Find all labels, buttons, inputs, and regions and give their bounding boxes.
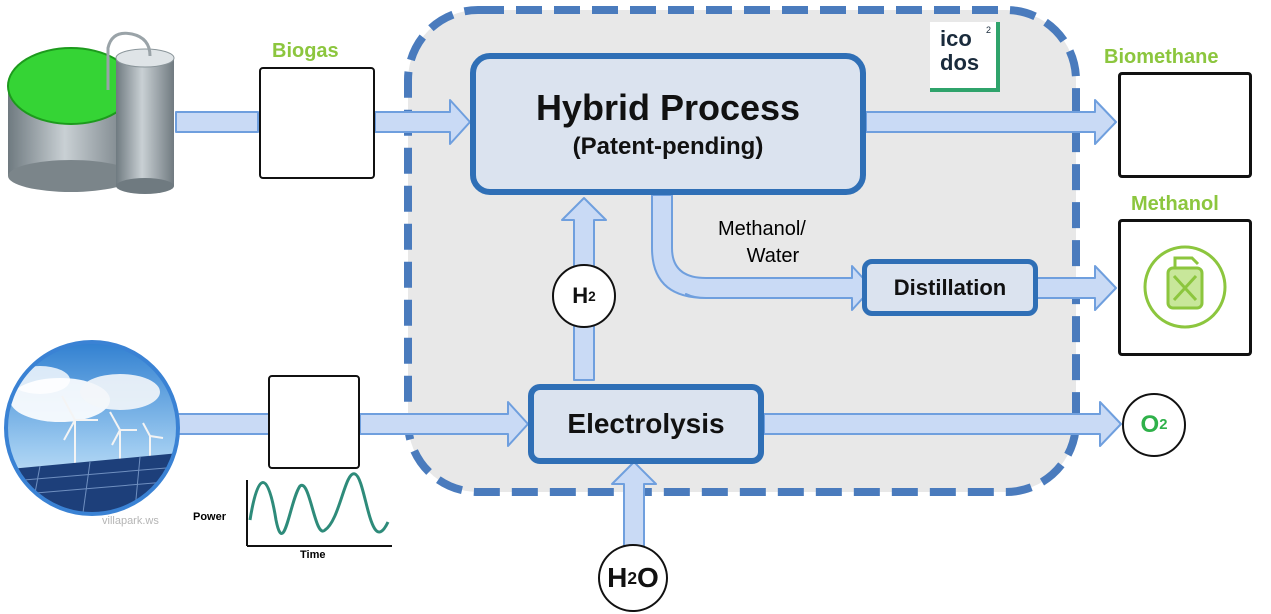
power-icon-frame	[268, 375, 360, 469]
arrow-biogas-to-hybrid	[374, 99, 471, 145]
logo-line1: ico	[940, 26, 972, 51]
hybrid-process-title: Hybrid Process	[535, 87, 801, 128]
logo-line2: dos	[940, 50, 980, 75]
power-time-chart	[246, 472, 392, 547]
fuel-canister-icon	[1143, 245, 1227, 329]
biomethane-ch4: CH4	[1152, 110, 1195, 141]
arrow-distillation-to-methanol	[1036, 265, 1117, 311]
arrow-renewables-to-power	[175, 413, 271, 435]
biomethane-icon-frame	[1118, 72, 1252, 178]
power-axis-label: Power	[193, 511, 227, 523]
methanol-icon-frame	[1118, 219, 1252, 356]
biomethane-label: Biomethane	[1104, 46, 1219, 68]
electrolysis-label: Electrolysis	[567, 408, 725, 439]
power-curve	[248, 472, 390, 535]
arrow-tank-to-biogas	[175, 111, 259, 133]
logo-superscript: 2	[986, 25, 992, 35]
arrow-water-up	[611, 461, 657, 549]
watermark: villapark.ws	[102, 515, 159, 527]
icodos-logo: ico dos 2	[930, 22, 1000, 92]
electrolysis-box: Electrolysis	[528, 384, 764, 464]
biogas-icon-frame	[259, 67, 375, 179]
co2-label: CO2	[320, 136, 350, 157]
methanol-water-label: Methanol/ Water	[718, 218, 806, 267]
time-axis-label: Time	[300, 549, 326, 561]
distillation-box: Distillation	[862, 259, 1038, 316]
arrow-electrolysis-to-o2	[763, 401, 1122, 447]
biogas-digester-illustration	[7, 31, 175, 194]
arrow-power-to-electrolysis	[359, 401, 529, 447]
ch4-label: CH4	[274, 90, 303, 111]
hybrid-process-subtitle: (Patent-pending)	[572, 133, 764, 160]
arrow-hybrid-to-distillation	[651, 194, 873, 311]
renewables-photo	[4, 340, 180, 516]
methanol-label: Methanol	[1131, 193, 1219, 215]
arrow-hybrid-to-biomethane	[865, 99, 1117, 145]
distillation-label: Distillation	[893, 274, 1007, 300]
biogas-label: Biogas	[272, 40, 339, 62]
hybrid-process-box: Hybrid Process (Patent-pending)	[470, 53, 866, 195]
